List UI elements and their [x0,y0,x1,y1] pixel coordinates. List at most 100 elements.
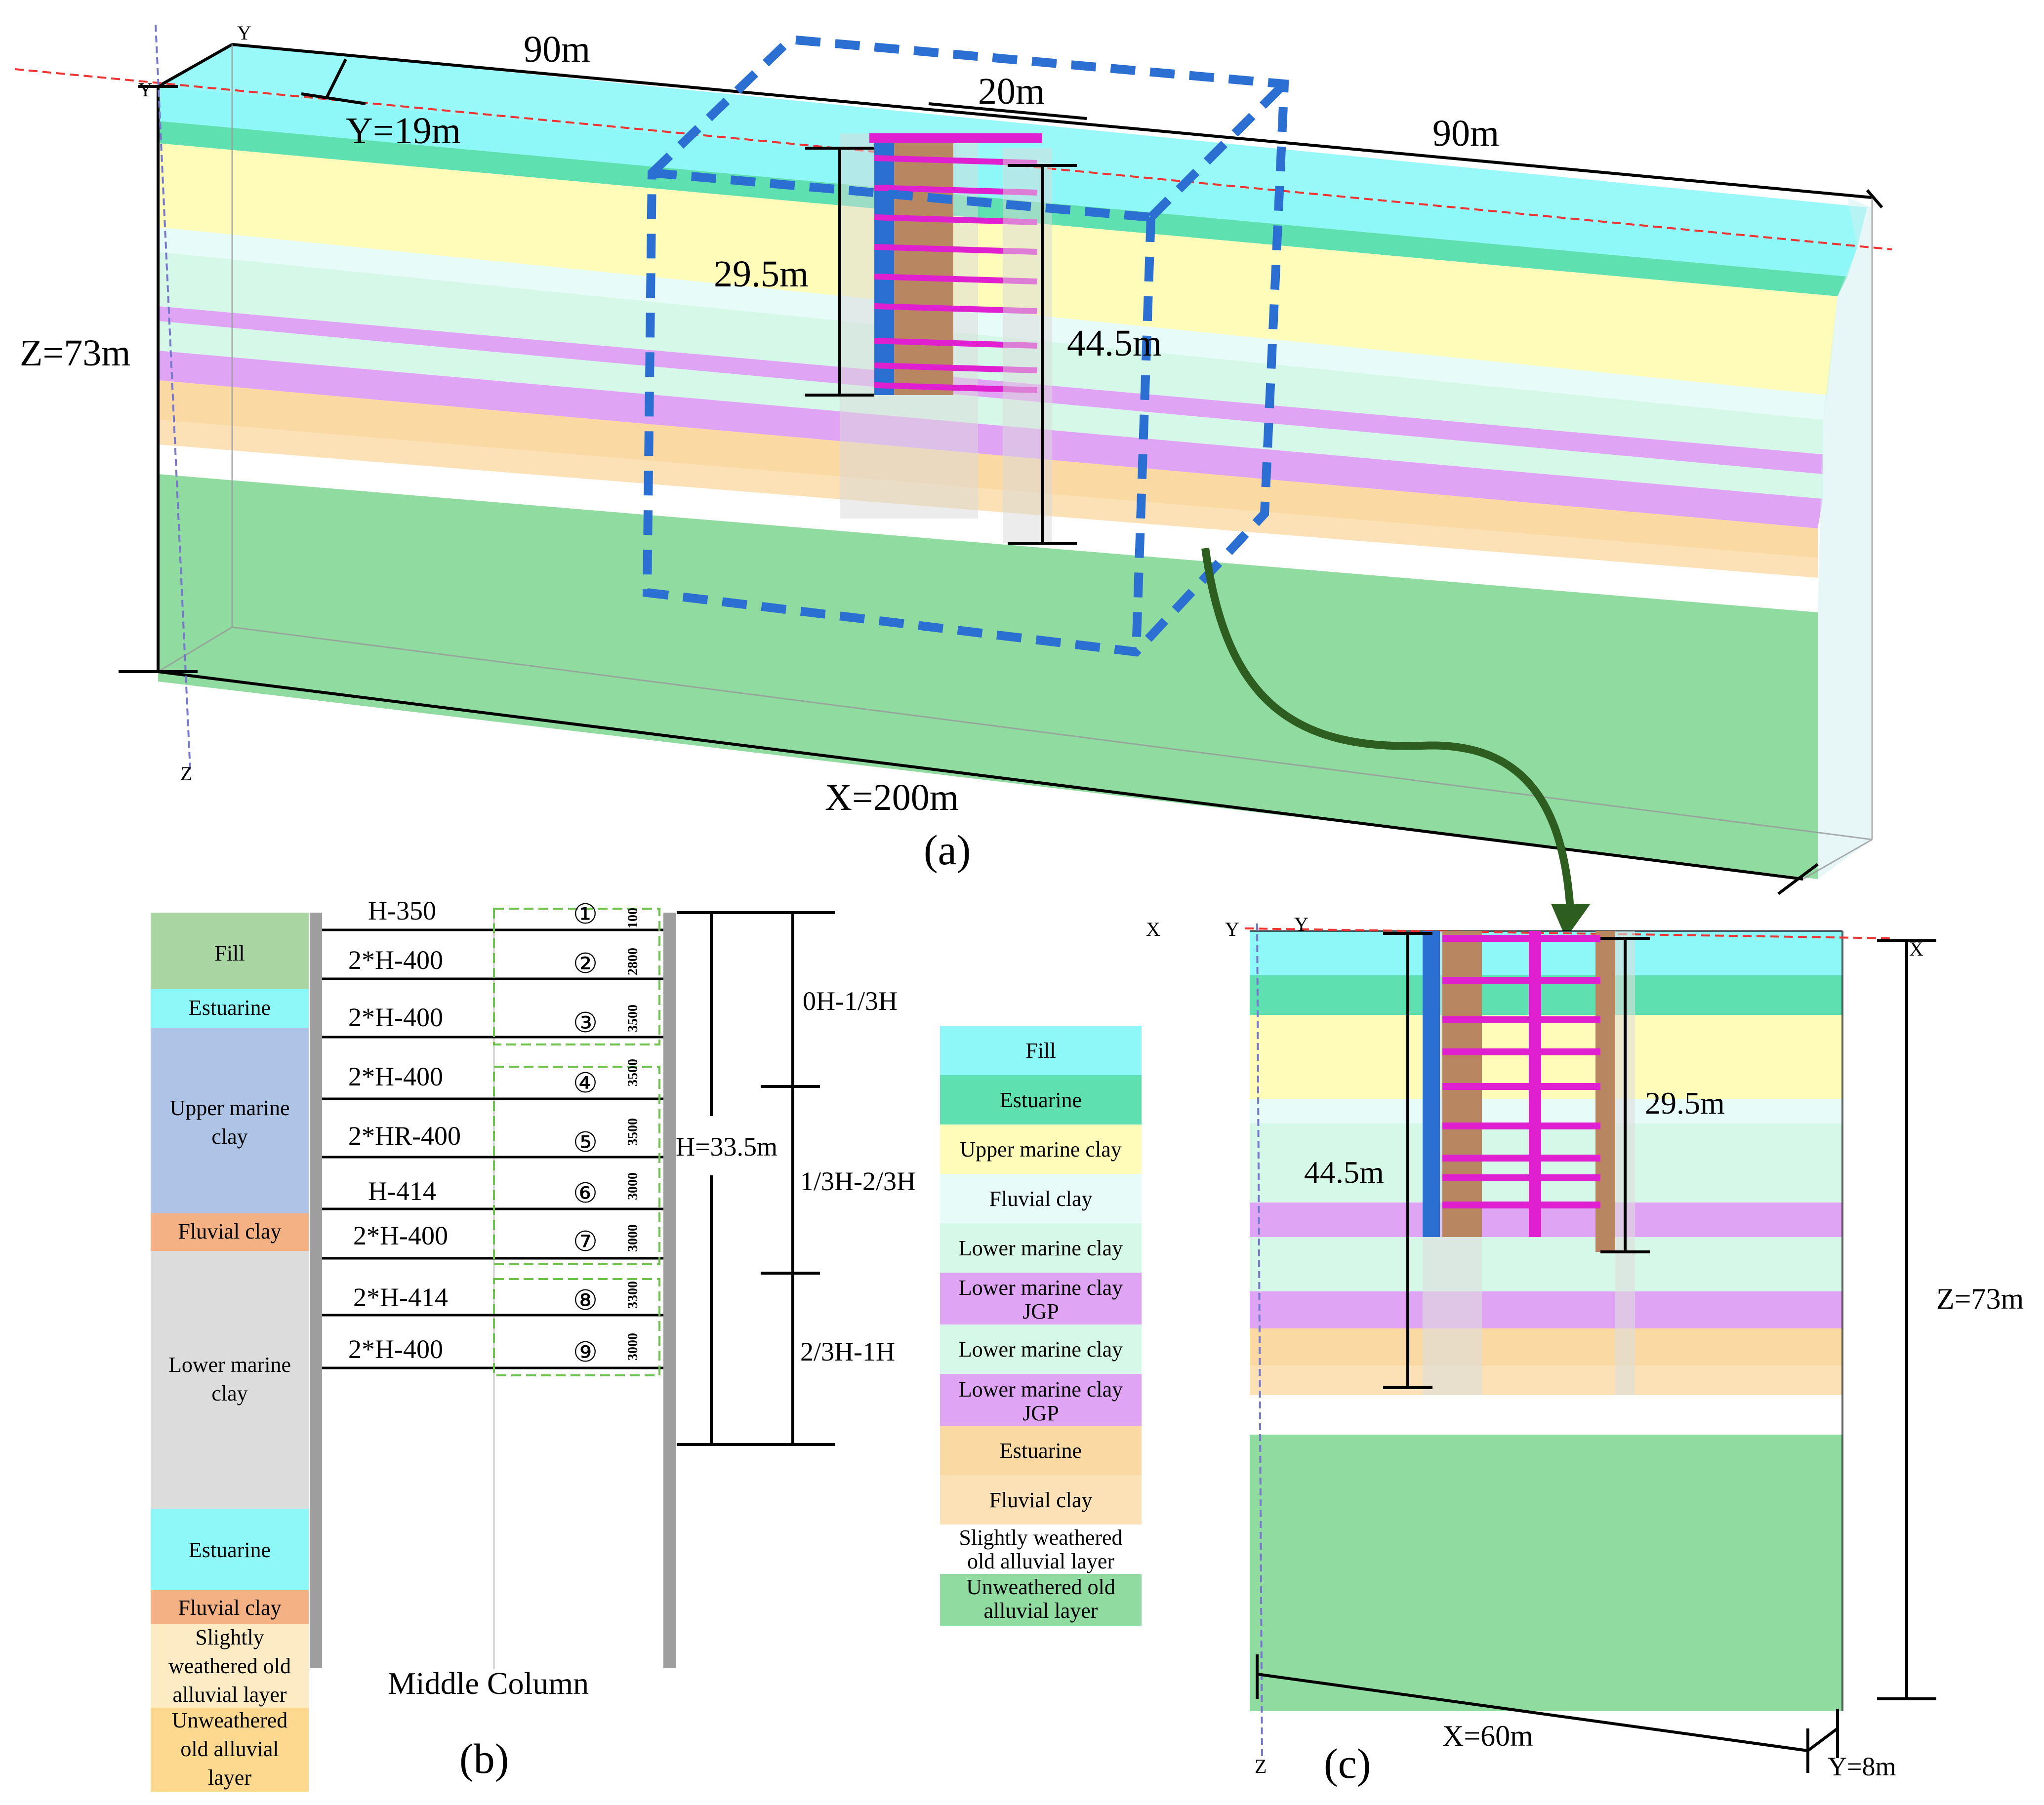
spacing-4: 3500 [625,1059,641,1086]
spacing-7: 3000 [625,1224,641,1252]
dim-wall-depth: 44.5m [1067,322,1162,364]
legend-label-estuarine: Estuarine [1000,1088,1082,1112]
strut-7-marker: ⑦ [573,1227,598,1257]
zoom-arrow [1201,547,1575,919]
legend-label-fluvial-2: Fluvial clay [989,1488,1093,1512]
strut-1-marker: ① [573,899,598,930]
legend-swatch-jgp [940,1273,1142,1324]
axis-y-label-2: Y [138,79,153,101]
strata-estuarine-2 [151,1509,309,1590]
spacing-8: 3300 [625,1281,641,1309]
panel-a-model: 90m 90m 20m Y=19m Z=73m 29.5m 44.5m X=20… [14,22,1892,938]
legend-swatch-slightly-weathered [940,1524,1142,1574]
spacing-6: 3000 [625,1172,641,1200]
spacing-9: 3000 [625,1333,641,1361]
strata-label-fill: Fill [214,941,245,965]
legend-label-lower-marine: Lower marine clay [959,1236,1123,1260]
wall-right [663,913,676,1668]
c-axis-x-label: X [1146,918,1160,940]
legend-label-estuarine-2: Estuarine [1000,1439,1082,1463]
legend-label-lower-marine-2: Lower marine clay [959,1337,1123,1362]
strut-9-section: 2*H-400 [348,1334,443,1364]
strut-3-section: 2*H-400 [348,1003,443,1032]
layer-unweathered [158,474,1818,879]
caption-c: (c) [1324,1740,1371,1787]
strut-5-marker: ⑤ [573,1127,598,1158]
legend-swatch-fill [940,1026,1142,1075]
strut-1-section: H-350 [368,896,436,925]
strata-slightly-weathered [151,1624,309,1708]
caption-b: (b) [459,1735,509,1782]
strut-5-section: 2*HR-400 [348,1121,461,1151]
strata-lower-marine-clay [151,1251,309,1509]
legend-swatch-upper-marine [940,1124,1142,1174]
c-axis-y-label: Y [1225,918,1239,940]
strata-label-estuarine-2: Estuarine [189,1538,271,1562]
strut-9-marker: ⑨ [573,1337,598,1368]
legend-swatch-jgp-2 [940,1374,1142,1426]
legend-swatch-estuarine [940,1075,1142,1124]
c-axis-y-label-2: Y [1294,913,1308,935]
strata-fluvial-clay-2 [151,1590,309,1624]
layer-lower-marine-clay-2 [158,321,1823,499]
spacing-1: 100 [625,908,641,928]
strata-unweathered [151,1708,309,1792]
strut-3-marker: ③ [573,1008,598,1039]
caption-a: (a) [924,826,971,874]
dim-right-width: 90m [1432,113,1499,154]
strut-2-section: 2*H-400 [348,945,443,975]
legend-swatch-fluvial-2 [940,1475,1142,1524]
strata-label-fluvial: Fluvial clay [178,1219,282,1243]
strata-label-estuarine: Estuarine [189,996,271,1020]
legend-swatch-fluvial [940,1174,1142,1223]
legend: Fill Estuarine Upper marine clay Fluvial… [940,1026,1142,1626]
zone-2-label: 1/3H-2/3H [800,1166,916,1196]
legend-swatch-lower-marine-2 [940,1324,1142,1374]
strata-upper-marine-clay [151,1028,309,1213]
total-depth-label: H=33.5m [676,1132,777,1162]
dim-left-width: 90m [524,29,590,70]
spacing-3: 3500 [625,1004,641,1032]
legend-swatch-lower-marine [940,1223,1142,1273]
strata-label-fluvial-2: Fluvial clay [178,1596,282,1620]
dim-excavation-depth: 29.5m [714,253,809,295]
layer-upper-marine-clay [158,143,1838,395]
layer-fill-top [158,44,1867,247]
panel-c-model: 29.5m 44.5m Z=73m X=60m Y=8m (c) X Y Y X… [1146,913,2024,1787]
legend-label-fluvial: Fluvial clay [989,1187,1093,1211]
c-axis-z-label: Z [1255,1755,1267,1777]
strut-7-section: 2*H-400 [353,1221,448,1250]
dim-y-offset: Y=19m [346,110,461,152]
layer-fluvial-clay-2 [158,420,1818,578]
strut-8-section: 2*H-414 [353,1283,448,1312]
zone-1-label: 0H-1/3H [803,986,898,1016]
layer-lower-marine-clay [158,252,1823,454]
axis-y-label: Y [237,22,251,44]
dim-pit-width: 20m [978,71,1045,112]
wall-left [310,913,322,1668]
legend-label-upper-marine: Upper marine clay [960,1137,1121,1162]
c-dim-x-total: X=60m [1442,1720,1533,1752]
spacing-5: 3500 [625,1118,641,1146]
zoom-box [642,35,1289,657]
c-dim-excavation-depth: 29.5m [1645,1085,1725,1121]
spacing-2: 2800 [625,948,641,975]
legend-label-fill: Fill [1025,1039,1056,1063]
layer-lower-marine-clay-jgp-2 [158,351,1823,528]
layer-slightly-weathered [158,444,1818,612]
dim-x-total: X=200m [825,777,959,818]
strut-2-marker: ② [573,949,598,979]
strut-6-section: H-414 [368,1176,436,1206]
strut-4-section: 2*H-400 [348,1062,443,1091]
strut-8-marker: ⑧ [573,1285,598,1316]
axis-z-label: Z [180,762,192,785]
legend-swatch-estuarine-2 [940,1426,1142,1475]
strut-4-marker: ④ [573,1068,598,1099]
layer-fluvial-clay [158,227,1828,420]
strata-fill [151,913,309,989]
